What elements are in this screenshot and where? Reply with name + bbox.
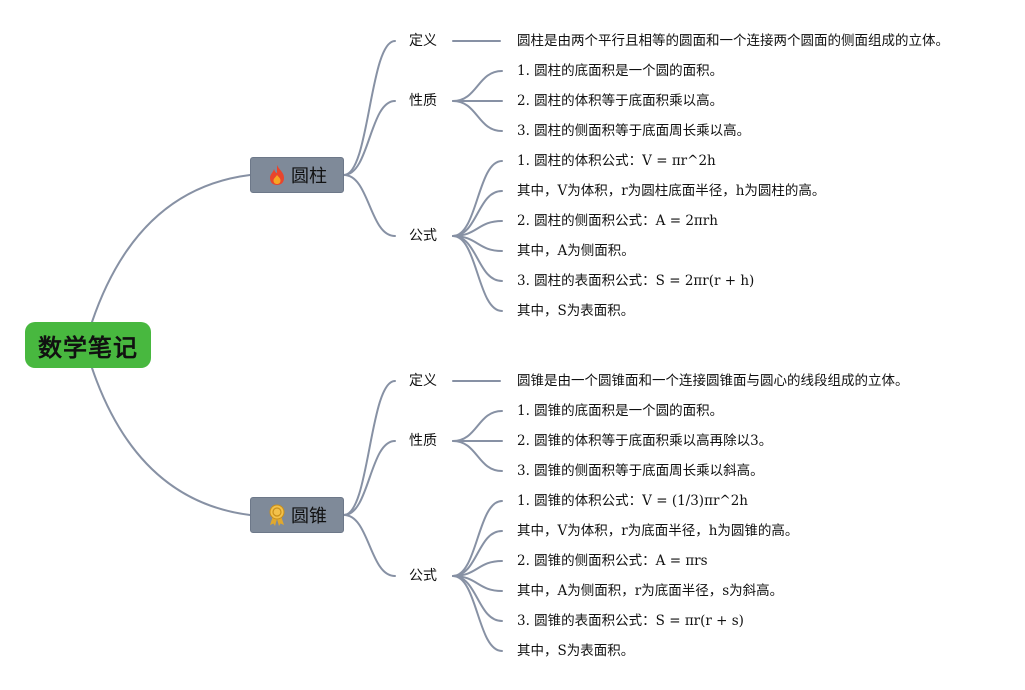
leaf-connector — [452, 70, 503, 102]
branch-connector — [343, 440, 396, 516]
category-properties[interactable]: 性质 — [409, 433, 437, 449]
branch-connector — [343, 380, 396, 516]
branch-label-cone: 圆锥 — [291, 506, 327, 527]
leaf-connector — [452, 575, 503, 652]
leaf-item[interactable]: 2. 圆柱的侧面积公式：A = 2πrh — [517, 213, 718, 229]
leaf-item[interactable]: 3. 圆锥的侧面积等于底面周长乘以斜高。 — [517, 463, 764, 479]
leaf-item[interactable]: 其中，S为表面积。 — [517, 303, 635, 319]
leaf-item[interactable]: 2. 圆柱的体积等于底面积乘以高。 — [517, 93, 724, 109]
leaf-item[interactable]: 1. 圆柱的体积公式：V = πr^2h — [517, 153, 716, 169]
leaf-item[interactable]: 3. 圆柱的表面积公式：S = 2πr(r + h) — [517, 273, 755, 289]
branch-connector — [343, 40, 396, 176]
leaf-item[interactable]: 2. 圆锥的侧面积公式：A = πrs — [517, 553, 708, 569]
leaf-connector — [452, 500, 503, 577]
branch-node-cone[interactable]: 圆锥 — [250, 497, 344, 533]
leaf-item[interactable]: 1. 圆锥的底面积是一个圆的面积。 — [517, 403, 724, 419]
category-formulas[interactable]: 公式 — [409, 228, 437, 244]
root-node[interactable]: 数学笔记 — [25, 322, 151, 368]
leaf-connector — [452, 440, 503, 472]
category-definition[interactable]: 定义 — [409, 373, 437, 389]
branch-node-cylinder[interactable]: 圆柱 — [250, 157, 344, 193]
leaf-item[interactable]: 3. 圆锥的表面积公式：S = πr(r + s) — [517, 613, 744, 629]
leaf-item[interactable]: 其中，S为表面积。 — [517, 643, 635, 659]
leaf-item[interactable]: 圆锥是由一个圆锥面和一个连接圆锥面与圆心的线段组成的立体。 — [517, 373, 909, 389]
branch-connector — [343, 514, 396, 577]
category-definition[interactable]: 定义 — [409, 33, 437, 49]
category-properties[interactable]: 性质 — [409, 93, 437, 109]
award-ribbon-icon — [267, 504, 287, 526]
leaf-item[interactable]: 圆柱是由两个平行且相等的圆面和一个连接两个圆面的侧面组成的立体。 — [517, 33, 949, 49]
leaf-item[interactable]: 1. 圆柱的底面积是一个圆的面积。 — [517, 63, 724, 79]
leaf-item[interactable]: 其中，V为体积，r为圆柱底面半径，h为圆柱的高。 — [517, 183, 826, 199]
leaf-connector — [452, 410, 503, 442]
leaf-item[interactable]: 2. 圆锥的体积等于底面积乘以高再除以3。 — [517, 433, 773, 449]
leaf-connector — [452, 160, 503, 237]
leaf-connector — [452, 235, 503, 312]
flame-icon — [267, 164, 287, 186]
branch-connector — [343, 174, 396, 237]
branch-label-cylinder: 圆柱 — [291, 166, 327, 187]
leaf-item[interactable]: 1. 圆锥的体积公式：V = (1/3)πr^2h — [517, 493, 748, 509]
leaf-item[interactable]: 其中，A为侧面积。 — [517, 243, 635, 259]
root-connector — [91, 367, 251, 516]
leaf-item[interactable]: 其中，A为侧面积，r为底面半径，s为斜高。 — [517, 583, 784, 599]
root-connector — [91, 174, 251, 323]
branch-connector — [343, 100, 396, 176]
root-label: 数学笔记 — [38, 333, 138, 362]
leaf-connector — [452, 100, 503, 132]
leaf-item[interactable]: 其中，V为体积，r为底面半径，h为圆锥的高。 — [517, 523, 799, 539]
category-formulas[interactable]: 公式 — [409, 568, 437, 584]
leaf-item[interactable]: 3. 圆柱的侧面积等于底面周长乘以高。 — [517, 123, 751, 139]
